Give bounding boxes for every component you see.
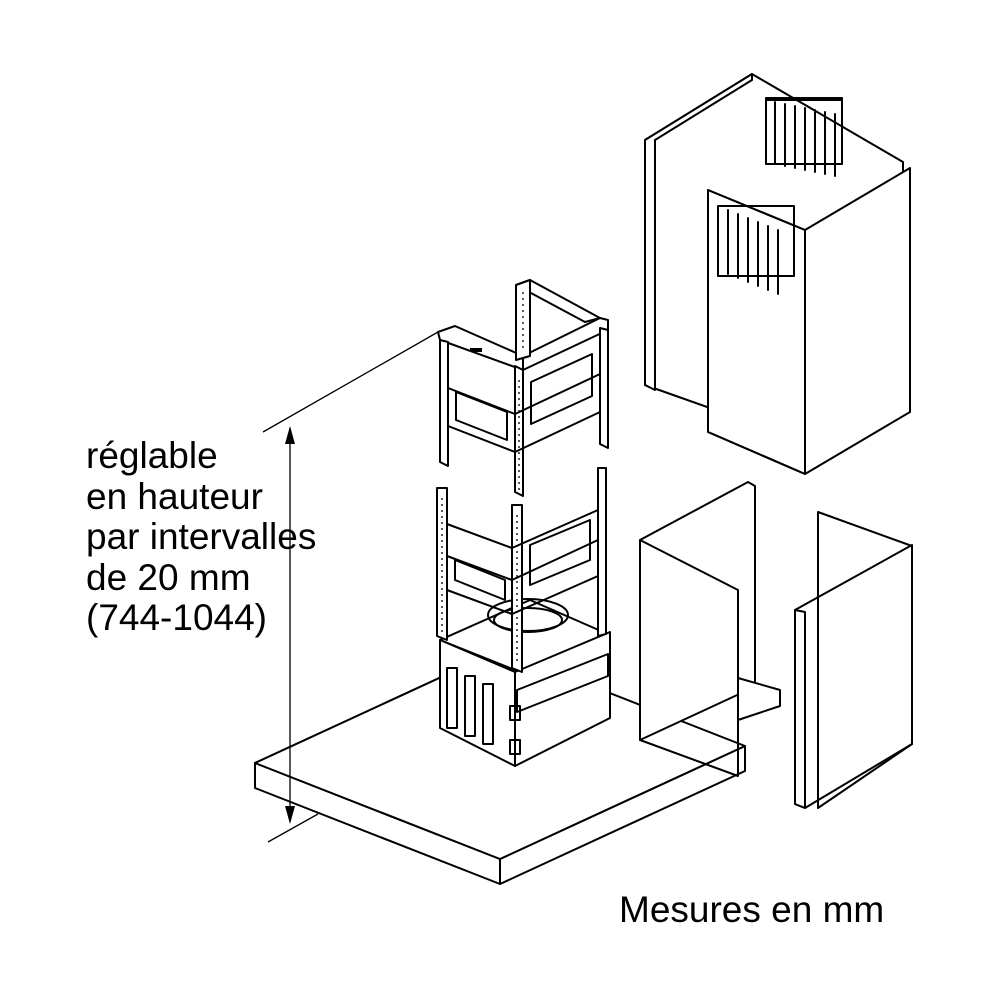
label-line-4: de 20 mm — [86, 556, 251, 598]
height-adjustment-label: réglable en hauteur par intervalles de 2… — [86, 435, 317, 639]
label-line-2: en hauteur — [86, 475, 263, 517]
units-note: Mesures en mm — [619, 889, 885, 930]
label-line-5: (744-1044) — [86, 597, 268, 638]
height-dimension — [262, 331, 439, 843]
lower-chimney-left — [639, 481, 781, 777]
label-line-1: réglable — [86, 435, 218, 476]
mounting-frame — [436, 279, 611, 767]
lower-chimney-right — [794, 511, 913, 809]
label-line-3: par intervalles — [86, 516, 317, 557]
upper-chimney-front — [707, 167, 911, 475]
